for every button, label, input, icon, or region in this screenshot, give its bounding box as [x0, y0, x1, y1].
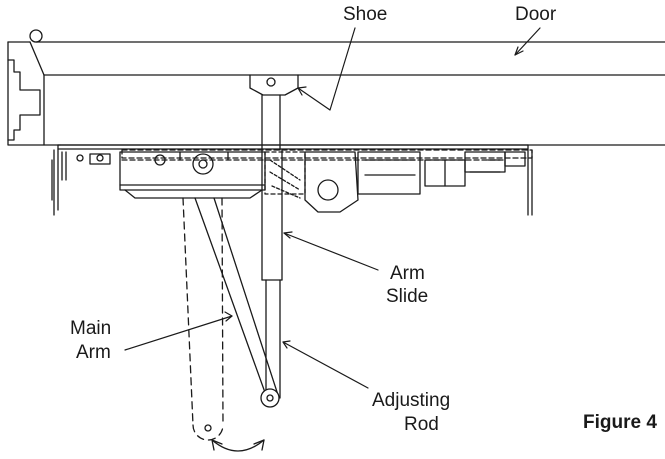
main-arm [194, 197, 280, 408]
figure-caption: Figure 4 [583, 412, 657, 433]
label-arm-slide-line1: Arm [390, 263, 425, 284]
label-shoe: Shoe [343, 4, 388, 25]
label-main-arm-line1: Main [70, 318, 112, 339]
door-frame [7, 29, 61, 146]
leader-lines [124, 27, 541, 389]
label-adjusting-rod-line2: Rod [404, 414, 439, 435]
door-panel [35, 41, 665, 146]
arm-slide [261, 149, 283, 399]
swing-arrow [211, 439, 265, 452]
label-adjusting-rod-line1: Adjusting [372, 390, 451, 411]
main-arm-alt-position [182, 197, 224, 441]
main-arm-alt-pivot [204, 424, 212, 432]
closer-body [51, 144, 533, 216]
shoe-bracket [249, 74, 299, 151]
label-arm-slide-line2: Slide [386, 286, 429, 307]
label-door: Door [515, 4, 557, 25]
label-main-arm-line2: Arm [76, 342, 111, 363]
